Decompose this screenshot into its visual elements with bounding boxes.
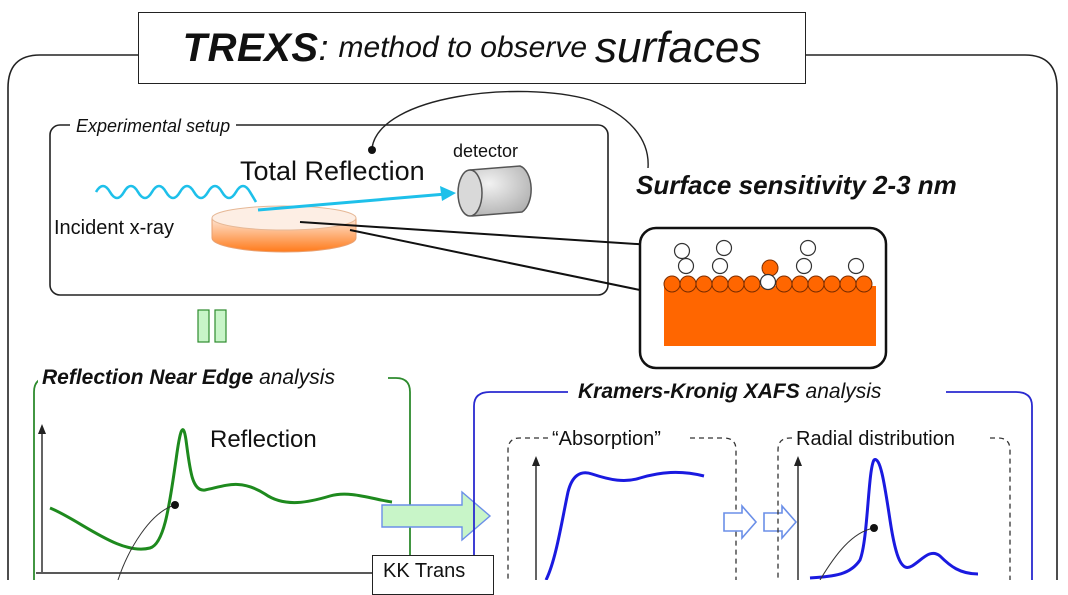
reflection-plot-label: Reflection [210, 426, 317, 453]
title-colon: : [318, 27, 329, 68]
detector-face [457, 169, 483, 217]
absorption-plot-label: “Absorption” [548, 428, 665, 451]
radial-pointer-line [819, 527, 875, 580]
abs-y-axis-arrow [532, 456, 540, 466]
rne-title-bold: Reflection Near Edge [42, 366, 254, 389]
rne-reflection-curve [49, 428, 393, 551]
incident-xray-label: Incident x-ray [54, 217, 175, 239]
zoom-line-top [299, 221, 653, 246]
kk-section-title: Kramers-Kronig XAFS analysis [568, 380, 892, 404]
title-box: TREXS : method to observe surfaces [138, 12, 806, 84]
absorption-box [507, 437, 737, 580]
radial-distribution-curve [809, 458, 979, 580]
rne-panel [33, 377, 411, 580]
rne-section-title: Reflection Near Edge analysis [38, 366, 339, 390]
kk-panel [473, 391, 1033, 580]
rne-pointer-dot [171, 501, 179, 509]
total-reflection-label: Total Reflection [240, 156, 425, 186]
setup-panel [49, 124, 609, 296]
absorption-curve [544, 470, 705, 580]
hollow-arrow-2 [763, 503, 798, 541]
zoom-line-bottom [349, 229, 641, 291]
hollow-arrow-1 [723, 503, 758, 541]
radial-distribution-label: Radial distribution [792, 428, 959, 451]
title-main: TREXS [182, 25, 319, 70]
equals-bar-right [214, 309, 227, 343]
radial-box [777, 437, 1011, 580]
radial-pointer-dot [870, 524, 878, 532]
title-middle: method to observe [338, 31, 588, 64]
sample-disk-top [211, 205, 357, 231]
reflected-beam-arrowhead [440, 186, 456, 201]
rne-y-axis-arrow [38, 424, 46, 434]
rne-title-rest: analysis [253, 366, 335, 389]
title-end: surfaces [595, 23, 762, 72]
adsorbate-atoms [673, 239, 865, 291]
substrate-block [664, 286, 876, 346]
substrate-atoms [663, 259, 873, 293]
transfer-arrow [381, 490, 492, 542]
sensitivity-callout-line [371, 90, 649, 169]
kk-title-bold: Kramers-Kronig XAFS [578, 380, 800, 403]
surface-sensitivity-label: Surface sensitivity 2-3 nm [636, 170, 957, 200]
kk-trans-box: KK Trans [372, 555, 494, 595]
kk-title-rest: analysis [799, 380, 882, 403]
radial-y-axis-arrow [794, 456, 802, 466]
diagram-graphics [7, 54, 1058, 580]
setup-label: Experimental setup [70, 116, 237, 137]
rne-pointer-line [117, 504, 176, 580]
xray-wave [94, 184, 258, 203]
equals-bar-left [197, 309, 210, 343]
reflected-beam [257, 192, 447, 212]
detector-label: detector [453, 141, 519, 161]
callout-dot [368, 146, 376, 154]
outer-frame [7, 54, 1058, 580]
